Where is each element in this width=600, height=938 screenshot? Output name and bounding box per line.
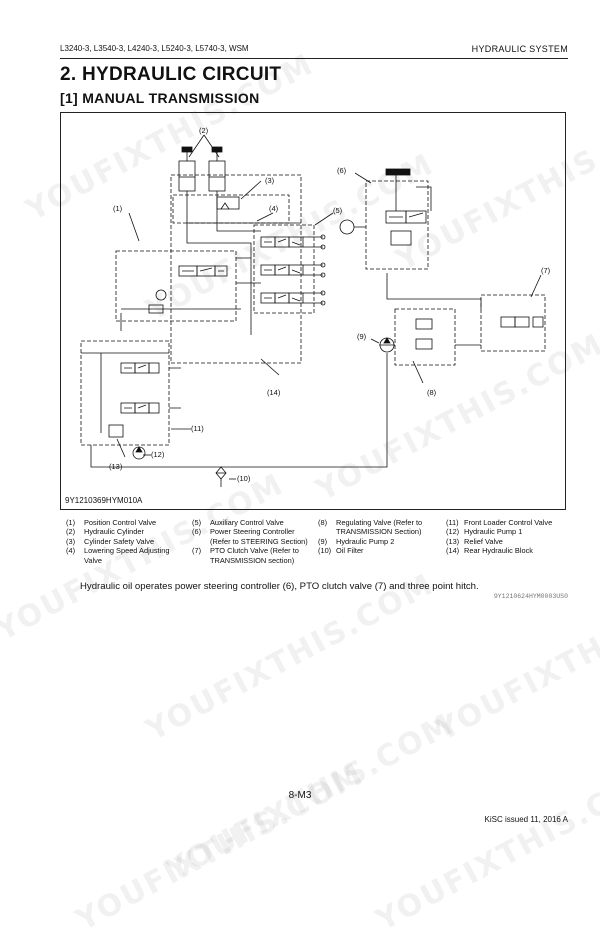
legend-item: (11)Front Loader Control Valve [446,518,553,527]
callout-8: (8) [427,388,437,397]
legend-item: (7)PTO Clutch Valve (Refer to TRANSMISSI… [192,546,299,565]
footer-issue: KiSC issued 11, 2016 A [484,815,568,824]
callout-10: (10) [237,474,251,483]
legend-item: (5)Auxiliary Control Valve [192,518,284,527]
rear-hydraulic-block-outline [170,174,302,364]
legend-item: (13)Relief Valve [446,536,503,546]
callout-6: (6) [337,166,347,175]
relief-valve-symbol [108,424,124,438]
hydraulic-circuit-diagram: (2) (3) (4) (1) (5) (6) (7) (8) (9) (14)… [80,126,551,487]
body-paragraph: Hydraulic oil operates power steering co… [80,581,479,592]
legend-item: (9)Hydraulic Pump 2 [318,536,395,546]
page-number: 8-M3 [288,790,312,801]
legend-col-4: (11)Front Loader Control Valve (12)Hydra… [446,518,570,556]
header-divider [60,58,568,59]
section-title: 2. HYDRAULIC CIRCUIT [60,64,282,85]
legend-col-3: (8)Regulating Valve (Refer to TRANSMISSI… [318,518,438,556]
callout-1: (1) [113,204,123,213]
watermark: YOUFIXTHIS.COM [70,756,370,938]
callout-5: (5) [333,206,343,215]
callout-2: (2) [199,126,209,135]
legend-item: (14)Rear Hydraulic Block [446,546,534,556]
front-loader-control-valve-outline [80,340,170,446]
legend-item: (8)Regulating Valve (Refer to TRANSMISSI… [318,518,423,537]
regulating-valve-outline [394,308,456,366]
subsection-title: [1] MANUAL TRANSMISSION [60,90,260,106]
callout-13: (13) [109,462,123,471]
legend-item: (10)Oil Filter [318,546,364,556]
document-code: 9Y1210624HYM0003US0 [493,593,568,600]
legend-item: (12)Hydraulic Pump 1 [446,527,523,537]
header-models: L3240-3, L3540-3, L4240-3, L5240-3, L574… [60,44,249,53]
hydraulic-circuit-figure: (2) (3) (4) (1) (5) (6) (7) (8) (9) (14)… [60,112,566,510]
callout-14: (14) [267,388,281,397]
legend-item: (4)Lowering Speed Adjusting Valve [66,546,170,565]
pto-clutch-valve-outline [480,294,546,352]
hydraulic-cylinder-symbol [178,146,226,192]
legend-item: (3)Cylinder Safety Valve [66,536,155,546]
legend-col-1: (1)Position Control Valve (2)Hydraulic C… [66,518,188,565]
callout-4: (4) [269,204,279,213]
legend-item: (6)Power Steering Controller (Refer to S… [192,527,308,546]
legend-item: (2)Hydraulic Cylinder [66,527,144,537]
auxiliary-control-valve-outline [253,224,315,314]
power-steering-controller-outline [365,180,429,270]
callout-3: (3) [265,176,275,185]
callout-11: (11) [191,424,204,433]
callout-7: (7) [541,266,551,275]
legend-item: (1)Position Control Valve [66,518,157,527]
figure-code: 9Y1210369HYM010A [65,496,143,505]
position-control-valve-outline [115,250,237,322]
watermark: YOUFIXTHIS.COM [370,756,600,938]
callout-12: (12) [151,450,165,459]
header-section: HYDRAULIC SYSTEM [471,44,568,54]
legend-col-2: (5)Auxiliary Control Valve (6)Power Stee… [192,518,316,565]
callout-9: (9) [357,332,367,341]
watermark: YOUFIXTHIS.COM [140,566,440,749]
